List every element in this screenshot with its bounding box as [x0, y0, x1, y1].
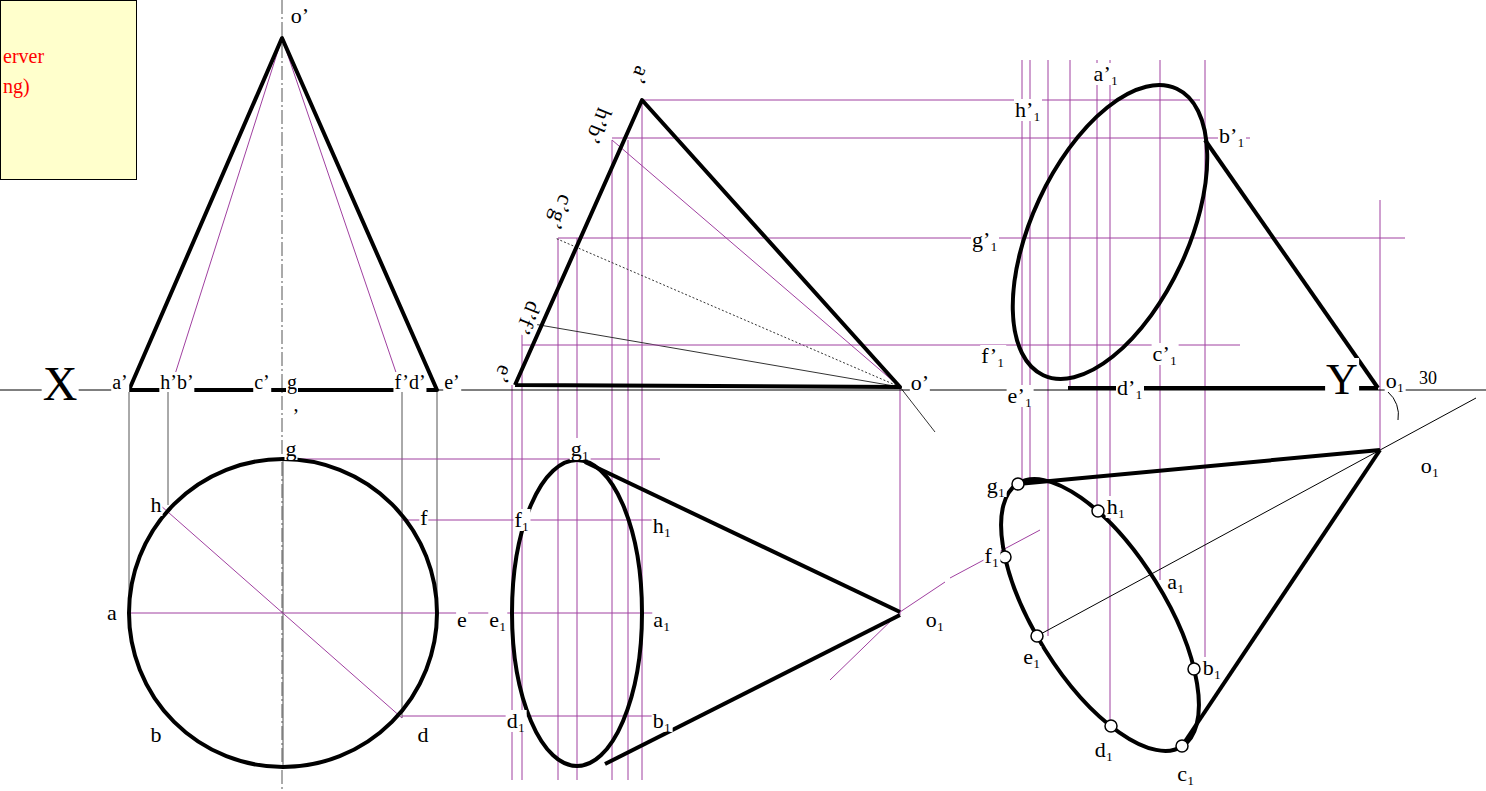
note-box: erver ng): [0, 0, 137, 180]
point-label: a’: [111, 372, 129, 392]
point-label: g: [286, 372, 298, 392]
point-label: g₁: [986, 475, 1007, 497]
point-label: f₁: [514, 509, 531, 531]
point-label: f₁: [984, 545, 1001, 567]
point-label: c’: [253, 372, 271, 392]
point-label: ,: [293, 394, 300, 414]
point-label: h’₁: [1014, 99, 1042, 121]
point-label: f’₁: [980, 345, 1006, 367]
point-label: a: [106, 602, 118, 624]
point-label: c’g’: [543, 191, 577, 234]
point-label: h₁: [652, 515, 673, 537]
point-label: a’: [626, 62, 654, 88]
point-label: b’₁: [1218, 125, 1246, 147]
point-label: h: [150, 494, 163, 516]
point-label: o₁: [925, 609, 946, 631]
point-label: g’₁: [971, 229, 999, 251]
point-label: b: [150, 724, 163, 746]
point-label: e’₁: [1007, 385, 1034, 407]
point-label: a’₁: [1093, 63, 1120, 85]
point-label: e₁: [1022, 646, 1041, 668]
point-label: b₁: [652, 710, 673, 732]
point-label: d₁: [1094, 739, 1115, 761]
point-label: h’b’: [581, 104, 616, 148]
point-label: g: [285, 438, 298, 460]
point-label: o’: [910, 372, 930, 394]
point-label: b₁: [1202, 657, 1223, 679]
point-label: c’₁: [1152, 343, 1179, 365]
point-label: e’: [489, 361, 517, 387]
point-label: f: [419, 507, 428, 529]
point-label: a₁: [1166, 571, 1185, 593]
point-label: d’₁: [1116, 377, 1144, 399]
point-label: X: [42, 360, 79, 408]
point-label: h’b’: [159, 372, 194, 392]
point-label: f’d’: [393, 372, 426, 392]
point-label: a₁: [652, 609, 671, 631]
point-label: o’: [290, 5, 310, 27]
point-label: d: [417, 724, 430, 746]
point-label: e: [456, 609, 468, 631]
point-label: Y: [1325, 358, 1359, 402]
point-label: o₁: [1385, 370, 1406, 392]
note-text: erver ng): [3, 41, 63, 101]
point-label: e’: [443, 372, 461, 392]
point-label: g₁: [570, 438, 591, 460]
point-label: 30: [1418, 369, 1438, 387]
point-label: d₁: [506, 710, 527, 732]
point-label: c₁: [1176, 763, 1195, 785]
point-label: h₁: [1106, 496, 1127, 518]
point-label: e₁: [488, 609, 507, 631]
point-label: o₁: [1420, 455, 1441, 477]
